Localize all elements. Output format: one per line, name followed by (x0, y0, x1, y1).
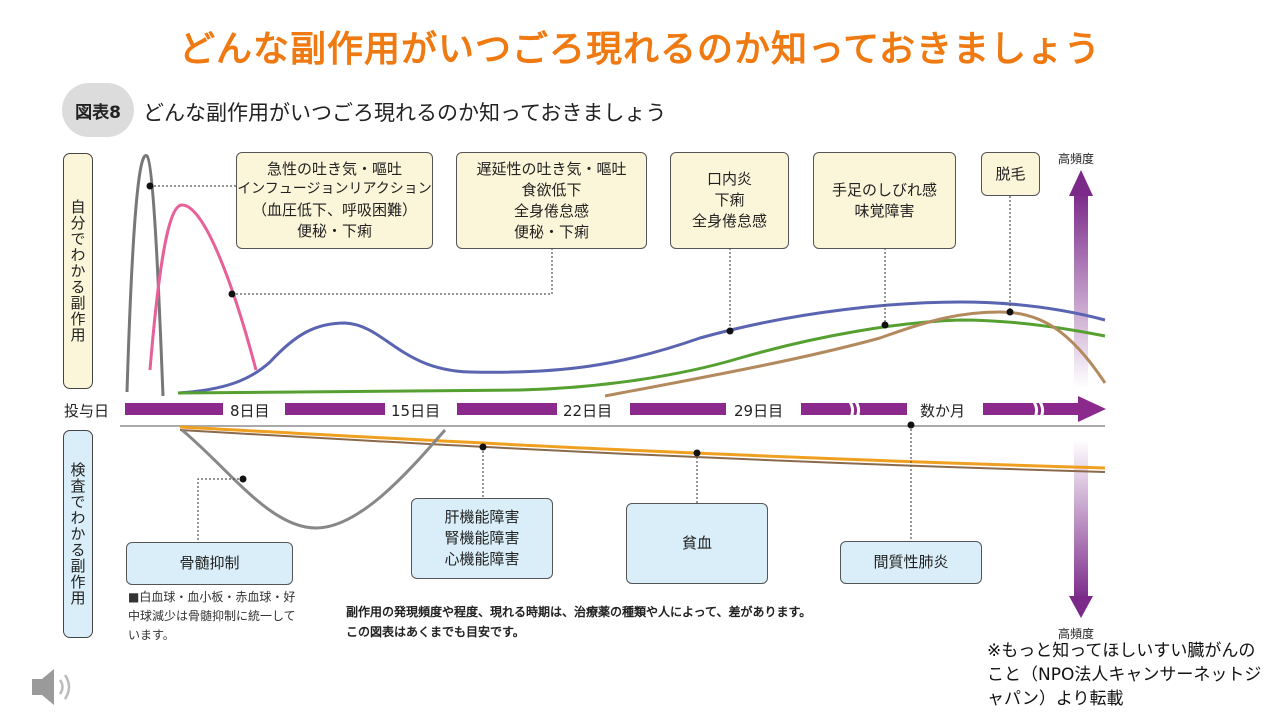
leader-dots-test (239, 421, 915, 483)
test-side-effects-label: 検査でわかる副作用 (63, 430, 93, 638)
delayed-nausea-curve (177, 300, 1106, 395)
axis-tick-label: 22日目 (563, 402, 613, 420)
acute-nausea-box: 急性の吐き気・嘔吐 インフュージョンリアクション （血圧低下、呼吸困難） 便秘・… (236, 152, 433, 249)
box-line: 貧血 (681, 534, 712, 552)
hair-loss-box: 脱毛 (981, 152, 1040, 196)
liver-kidney-line (179, 429, 1106, 473)
interstitial-pneumonia-box: 間質性肺炎 (840, 541, 982, 584)
box-line: 急性の吐き気・嘔吐 (266, 160, 402, 179)
guideline-note: この図表はあくまでも目安です。 (346, 625, 525, 639)
anemia-box: 貧血 (626, 503, 768, 584)
axis-start-label: 投与日 (64, 402, 110, 420)
box-line: 口内炎 (706, 170, 752, 188)
frequency-arrow-down (1069, 440, 1093, 618)
axis-tick-label: 29日目 (734, 402, 784, 420)
box-line: 全身倦怠感 (691, 212, 767, 230)
box-line: 手足のしびれ感 (831, 180, 937, 199)
box-line: （血圧低下、呼吸困難） (251, 200, 417, 219)
figure-badge: 図表8 (62, 83, 134, 137)
box-line: 味覚障害 (854, 201, 915, 220)
stomatitis-box: 口内炎 下痢 全身倦怠感 (670, 152, 789, 249)
hair-loss-curve (604, 310, 1107, 398)
leader-dots-self (146, 182, 1014, 335)
frequency-bottom-label: 高頻度 (1058, 627, 1095, 641)
bone-marrow-note: ■白血球・血小板・赤血球・好中球減少は骨髄抑制に統一しています。 (128, 590, 296, 643)
organ-dysfunction-box: 肝機能障害 腎機能障害 心機能障害 (411, 498, 553, 579)
anemia-line (179, 425, 1106, 470)
leader-lines-self (150, 185, 1011, 331)
figure-title: どんな副作用がいつごろ現れるのか知っておきましょう (143, 101, 667, 125)
speaker-icon[interactable] (28, 662, 78, 716)
frequency-arrow-up (1069, 170, 1093, 388)
box-line: 骨髄抑制 (179, 554, 240, 572)
box-line: 便秘・下痢 (513, 222, 589, 241)
self-side-effects-label: 自分でわかる副作用 (63, 153, 93, 389)
numbness-box: 手足のしびれ感 味覚障害 (813, 152, 956, 249)
bone-marrow-curve (181, 428, 447, 530)
axis-tick-label: 8日目 (230, 402, 270, 420)
box-line: 心機能障害 (444, 550, 520, 568)
box-line: 脱毛 (995, 164, 1026, 183)
timeline-bar (125, 396, 1106, 422)
axis-tick-label: 15日目 (391, 402, 441, 420)
variation-note: 副作用の発現頻度や程度、現れる時期は、治療薬の種類や人によって、差があります。 (346, 605, 812, 619)
acute-nausea-curve (125, 154, 165, 397)
source-citation: ※もっと知ってほしいすい臓がんのこと（NPO法人キャンサーネットジャパン）より転… (987, 641, 1262, 709)
box-line: 肝機能障害 (444, 508, 520, 526)
bone-marrow-box: 骨髄抑制 (126, 542, 293, 585)
leader-lines-test (197, 425, 912, 542)
box-line: 遅延性の吐き気・嘔吐 (476, 159, 627, 178)
delayed-nausea-box: 遅延性の吐き気・嘔吐 食欲低下 全身倦怠感 便秘・下痢 (456, 152, 647, 249)
box-line: 食欲低下 (521, 180, 582, 199)
box-line: インフュージョンリアクション (237, 181, 432, 198)
box-line: 腎機能障害 (444, 529, 520, 547)
box-line: 便秘・下痢 (296, 221, 372, 240)
box-line: 間質性肺炎 (873, 553, 949, 571)
axis-tick-label: 数か月 (920, 402, 966, 420)
numbness-curve (177, 318, 1106, 395)
box-line: 全身倦怠感 (513, 201, 589, 220)
box-line: 下痢 (714, 191, 745, 209)
slide-title: どんな副作用がいつごろ現れるのか知っておきましょう (178, 29, 1102, 70)
infusion-reaction-curve (148, 203, 258, 371)
frequency-top-label: 高頻度 (1058, 152, 1095, 166)
